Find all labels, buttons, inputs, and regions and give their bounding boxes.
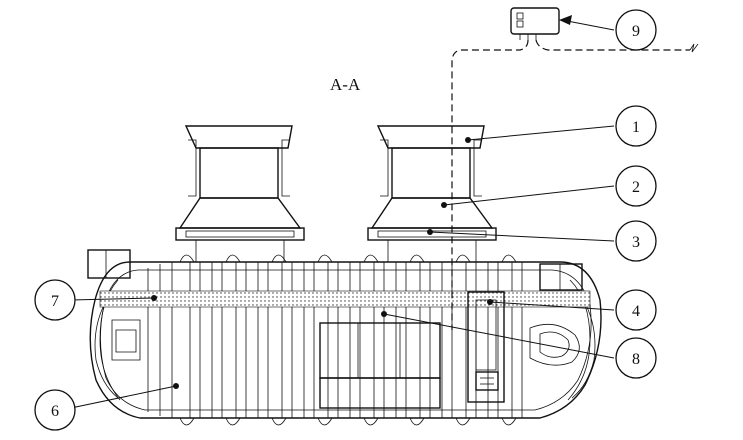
water-level-band [99, 290, 591, 308]
tank-ribs [147, 262, 523, 418]
callout-8: 8 [615, 337, 657, 379]
callout-9: 9 [615, 9, 657, 51]
svg-text:1: 1 [632, 119, 640, 136]
control-box [510, 7, 560, 40]
svg-text:3: 3 [632, 234, 640, 251]
leader-lines [70, 15, 615, 409]
filter-block [319, 322, 441, 409]
cable-to-supply [535, 39, 690, 51]
svg-text:9: 9 [632, 23, 640, 40]
svg-text:4: 4 [632, 303, 640, 320]
svg-text:2: 2 [632, 179, 640, 196]
tank-body [87, 249, 602, 426]
power-symbol-icon [689, 43, 699, 53]
svg-text:8: 8 [632, 351, 640, 368]
callout-7: 7 [34, 279, 76, 321]
right-shaft [367, 125, 497, 262]
callout-1: 1 [615, 105, 657, 147]
left-shaft [175, 125, 305, 262]
callout-3: 3 [615, 220, 657, 262]
callout-2: 2 [615, 165, 657, 207]
section-label: A-A [330, 75, 361, 94]
callout-6: 6 [34, 389, 76, 431]
cable-to-pump [451, 39, 529, 330]
svg-text:6: 6 [51, 403, 59, 420]
svg-text:7: 7 [51, 293, 59, 310]
callout-4: 4 [615, 289, 657, 331]
pump-assembly [467, 291, 505, 403]
